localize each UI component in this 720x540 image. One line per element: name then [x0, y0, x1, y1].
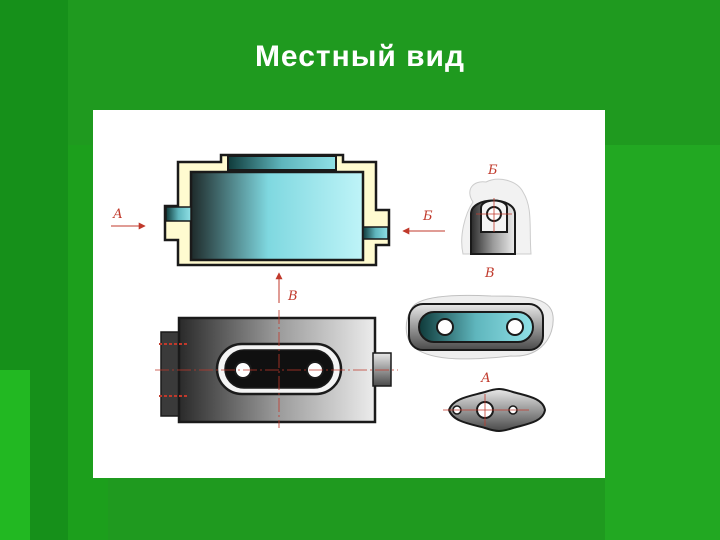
arrow-b-label: Б	[422, 209, 433, 224]
local-view-a: А	[443, 371, 547, 432]
background-panel-right	[605, 145, 720, 540]
front-view-left-lug	[165, 206, 192, 222]
local-view-v: В	[405, 266, 554, 360]
slide-title: Местный вид	[254, 40, 466, 73]
top-view-right-lug	[372, 352, 392, 387]
view-b-title: Б	[487, 163, 498, 178]
view-a-title: А	[480, 371, 491, 386]
arrow-a-label: А	[112, 207, 123, 222]
front-view-top-boss	[227, 155, 337, 171]
drawing-canvas: А Б В Б В А	[111, 153, 554, 432]
view-v-title: В	[484, 266, 495, 281]
front-view	[163, 153, 391, 267]
front-view-right-lug	[362, 226, 389, 240]
view-v-hole-right	[506, 318, 524, 336]
technical-drawing: А Б В Б В А	[93, 110, 605, 478]
background-panel-bottom-left	[0, 370, 30, 540]
view-v-hole-left	[436, 318, 454, 336]
front-view-body	[189, 170, 365, 262]
local-view-b: Б	[461, 163, 532, 255]
arrow-v-label: В	[287, 289, 298, 304]
top-view	[155, 310, 398, 428]
